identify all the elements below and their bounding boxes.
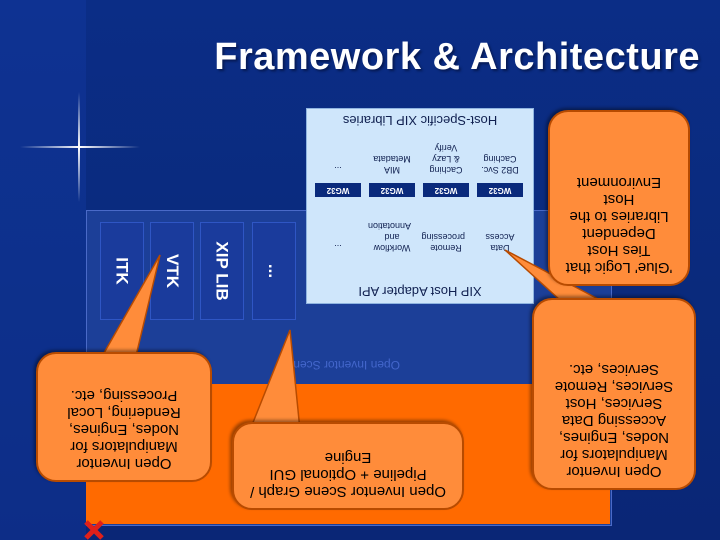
more-box: ...	[252, 222, 296, 320]
vtk-box: VTK	[150, 222, 194, 320]
itk-callout: Open Inventor Manipulators for Nodes, En…	[36, 352, 212, 482]
scene-callout: Open Inventor Scene Graph / Pipeline + O…	[232, 422, 464, 510]
glue-callout: 'Glue' Logic that Ties Host Dependent Li…	[548, 110, 690, 286]
itk-text: Open Inventor Manipulators for Nodes, En…	[67, 387, 181, 472]
services-callout: Open Inventor Manipulators for Nodes, En…	[532, 298, 696, 490]
glue-text: 'Glue' Logic that Ties Host Dependent Li…	[565, 174, 673, 276]
x-logo-icon	[84, 520, 104, 540]
sparkle-horizontal	[20, 146, 140, 148]
scene-text: Open Inventor Scene Graph / Pipeline + O…	[250, 449, 446, 500]
pointer-itk	[98, 254, 161, 361]
page-title: Framework & Architecture	[214, 36, 700, 78]
pointer-scene	[248, 329, 301, 431]
sparkle-vertical	[78, 92, 80, 202]
services-text: Open Inventor Manipulators for Nodes, En…	[554, 361, 674, 480]
xip-lib-box: XIP LIB	[200, 222, 244, 320]
